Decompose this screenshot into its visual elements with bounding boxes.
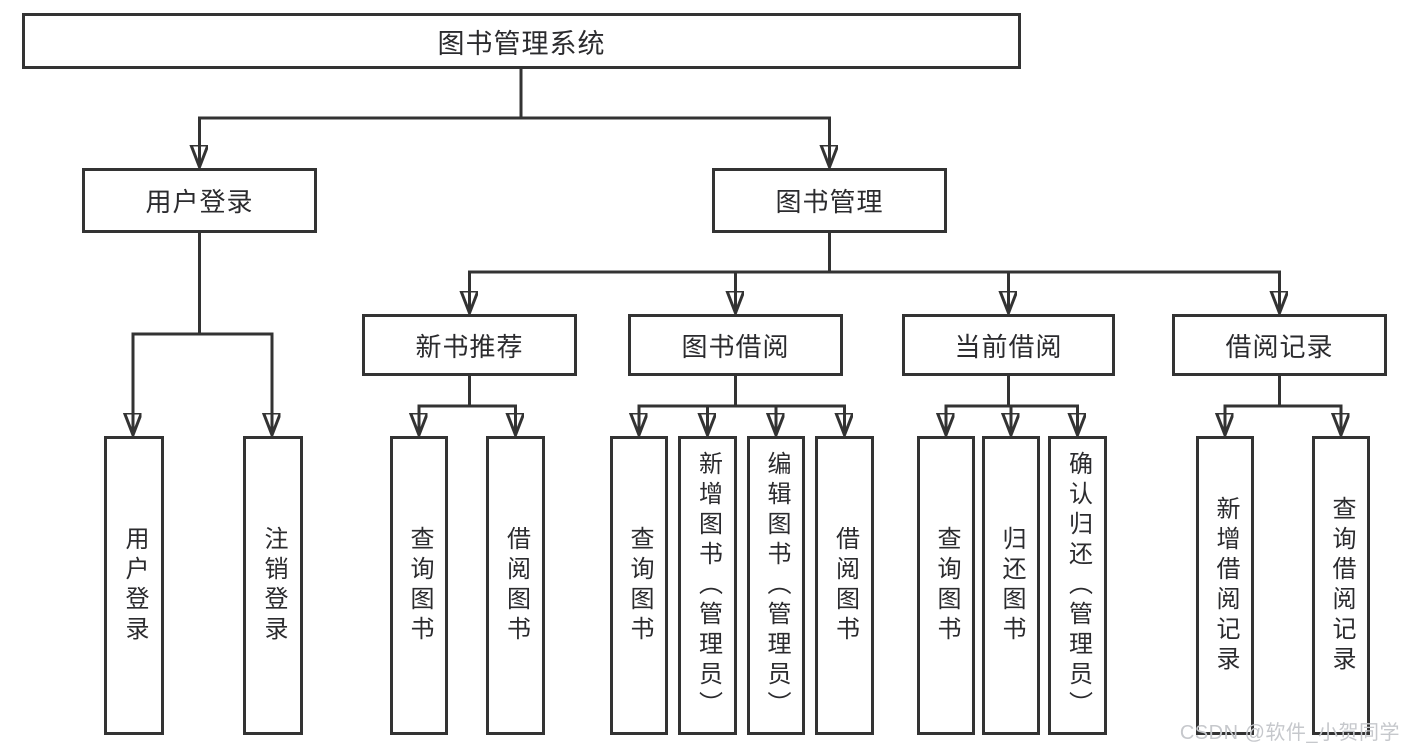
- leaf-borrow-book: 借阅图书: [815, 436, 874, 735]
- node-borrow-records: 借阅记录: [1172, 314, 1387, 376]
- connector-book-mgmt-to-level3: [468, 233, 1281, 313]
- leaf-label: 借阅图书: [831, 525, 859, 646]
- connector-book-borrow-to-leaves: [638, 376, 847, 435]
- node-user-login-label: 用户登录: [145, 187, 254, 217]
- leaf-borrow-add-admin: 新增图书（管理员）: [678, 436, 737, 735]
- leaf-label: 新增图书（管理员）: [694, 450, 722, 721]
- leaf-label: 查询借阅记录: [1328, 495, 1355, 676]
- node-current-borrow: 当前借阅: [902, 314, 1115, 376]
- leaf-new-books-query: 查询图书: [390, 436, 448, 735]
- leaf-records-query: 查询借阅记录: [1312, 436, 1370, 735]
- leaf-label: 注销登录: [260, 525, 287, 646]
- connector-user-login-to-leaves: [132, 233, 274, 435]
- leaf-label: 归还图书: [998, 525, 1025, 646]
- leaf-label: 查询图书: [626, 525, 653, 646]
- node-book-borrow: 图书借阅: [628, 314, 843, 376]
- node-book-mgmt-label: 图书管理: [775, 187, 884, 217]
- leaf-current-confirm-admin: 确认归还（管理员）: [1048, 436, 1107, 735]
- connector-root-to-level2: [198, 69, 831, 167]
- leaf-records-add: 新增借阅记录: [1196, 436, 1254, 735]
- node-current-borrow-label: 当前借阅: [954, 331, 1063, 362]
- csdn-watermark: CSDN @软件_小贺同学: [1179, 722, 1400, 744]
- leaf-label: 编辑图书（管理员）: [763, 450, 790, 721]
- leaf-label: 查询图书: [933, 525, 960, 646]
- connector-borrow-records-to-leaves: [1224, 376, 1343, 435]
- node-book-borrow-label: 图书借阅: [681, 331, 790, 362]
- node-user-login: 用户登录: [82, 168, 317, 233]
- leaf-current-query: 查询图书: [917, 436, 975, 735]
- leaf-user-login: 用户登录: [104, 436, 164, 735]
- leaf-borrow-edit-admin: 编辑图书（管理员）: [747, 436, 805, 735]
- node-root: 图书管理系统: [22, 13, 1021, 69]
- leaf-label: 借阅图书: [502, 525, 530, 646]
- node-root-label: 图书管理系统: [437, 28, 606, 59]
- leaf-current-return: 归还图书: [982, 436, 1040, 735]
- connector-current-borrow-to-leaves: [945, 376, 1080, 435]
- leaf-label: 查询图书: [406, 525, 433, 646]
- leaf-label: 确认归还（管理员）: [1064, 450, 1092, 721]
- leaf-logout: 注销登录: [243, 436, 303, 735]
- node-new-books-label: 新书推荐: [415, 331, 524, 362]
- connector-new-books-to-leaves: [418, 376, 518, 435]
- leaf-new-books-borrow: 借阅图书: [486, 436, 545, 735]
- node-new-books: 新书推荐: [362, 314, 577, 376]
- leaf-label: 新增借阅记录: [1212, 495, 1239, 676]
- node-book-mgmt: 图书管理: [712, 168, 947, 233]
- node-borrow-records-label: 借阅记录: [1225, 331, 1334, 362]
- leaf-label: 用户登录: [121, 525, 148, 646]
- leaf-borrow-query: 查询图书: [610, 436, 668, 735]
